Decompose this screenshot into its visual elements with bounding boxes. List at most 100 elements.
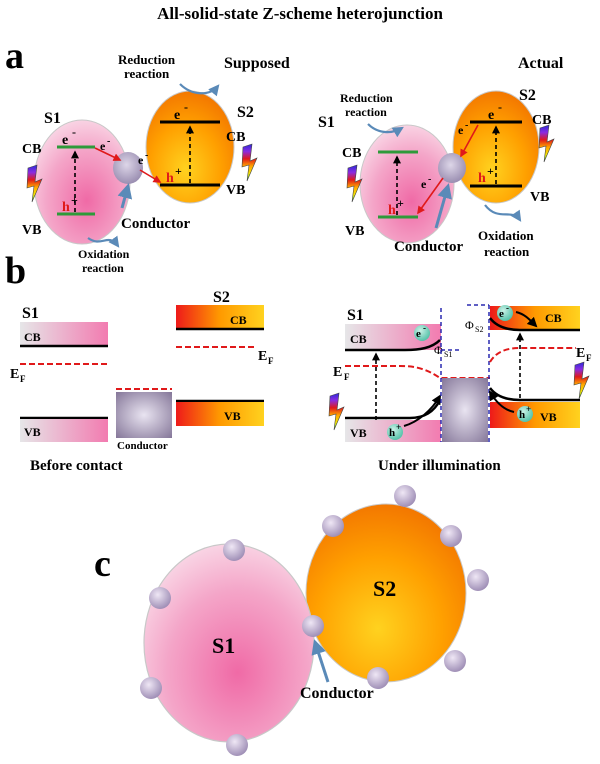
electron-transfer-2-sign-actual: - <box>428 174 431 185</box>
conductor-bead-c-1 <box>394 485 416 507</box>
s1-cb-label-actual: CB <box>342 146 361 161</box>
s2-electron-sign-actual: - <box>498 100 502 114</box>
supposed-label: Supposed <box>224 55 290 72</box>
conductor-bead-c-3 <box>440 525 462 547</box>
s2-vb-label-supposed: VB <box>226 183 245 198</box>
s2-label-before: S2 <box>213 289 230 306</box>
s2-hole-actual: h <box>478 171 486 186</box>
conductor-bead-c-6 <box>223 539 245 561</box>
conductor-bead-c-5 <box>444 650 466 672</box>
s2-vb-label-illum: VB <box>540 410 557 424</box>
s2-label-c: S2 <box>373 576 396 601</box>
oxidation-arrow-supposed <box>87 235 120 248</box>
s1-label-before: S1 <box>22 305 39 322</box>
under-illumination-label: Under illumination <box>378 458 501 474</box>
s1-vb-label-actual: VB <box>345 224 364 239</box>
conductor-bead-c-7 <box>149 587 171 609</box>
s2-vb-label-actual: VB <box>530 190 549 205</box>
reduction-label-actual-2: reaction <box>345 105 387 119</box>
s1-hole-supposed: h <box>62 200 70 215</box>
s2-ef-illum: E <box>576 346 585 361</box>
conductor-bead-c-4 <box>467 569 489 591</box>
s2-fermi-bent-illum <box>489 347 576 363</box>
s1-cb-block-before <box>20 322 108 346</box>
electron-carrier-s2-text: e <box>499 308 504 320</box>
s1-vb-label-supposed: VB <box>22 223 41 238</box>
s2-vb-block-illum <box>490 402 580 428</box>
s2-ef-sub-illum: F <box>586 353 592 363</box>
electron-transfer-1-sign-actual: - <box>465 120 468 131</box>
s1-cb-label-supposed: CB <box>22 142 41 157</box>
s1-label-actual: S1 <box>318 114 335 131</box>
s1-ef-sub-before: F <box>20 374 26 384</box>
s1-vb-block-before <box>20 419 108 442</box>
electron-path-conductor-s2-supposed <box>139 169 162 183</box>
figure-title: All-solid-state Z-scheme heterojunction <box>157 4 443 23</box>
hole-carrier-s2-text: h <box>519 409 525 421</box>
phi-s1-sub: S1 <box>444 350 452 359</box>
conductor-block-before <box>116 392 172 438</box>
conductor-pointer-actual <box>434 183 452 229</box>
s1-ef-before: E <box>10 367 19 382</box>
oxidation-label-actual-1: Oxidation <box>478 228 534 243</box>
hole-carrier-s2-sign: + <box>526 404 531 414</box>
electron-transfer-1-sign-supposed: - <box>107 136 110 147</box>
reduction-label-supposed-2: reaction <box>124 66 170 81</box>
light-icon-s2-actual <box>538 124 555 163</box>
hole-transfer-arrow-illum <box>403 394 441 427</box>
conductor-label-actual: Conductor <box>394 239 464 255</box>
conductor-block-illum <box>442 378 488 442</box>
conductor-pointer-c <box>311 639 330 683</box>
hole-transfer-arrow-s2-illum <box>488 390 515 413</box>
reduction-arrow-supposed <box>179 83 220 97</box>
oxidation-label-actual-2: reaction <box>484 244 530 259</box>
s2-cb-label-before: CB <box>230 313 247 327</box>
s2-cb-block-before <box>176 305 264 329</box>
electron-carrier-s2-sign: - <box>506 303 509 313</box>
s2-electron-sign-supposed: - <box>184 100 188 114</box>
actual-label: Actual <box>518 55 564 72</box>
panel-label-b: b <box>5 250 26 292</box>
electron-transfer-1-supposed: e <box>100 139 106 153</box>
s1-ef-illum: E <box>333 365 342 380</box>
electron-transfer-1-actual: e <box>458 123 464 137</box>
s2-electron-supposed: e <box>174 108 180 123</box>
s2-label-supposed: S2 <box>237 104 254 121</box>
s1-fermi-bent-illum <box>345 365 490 379</box>
hole-carrier-s1-illum <box>387 424 403 440</box>
s1-hole-sign-actual: + <box>397 196 404 210</box>
s1-label-c: S1 <box>212 633 235 658</box>
phi-s2-sub: S2 <box>475 325 483 334</box>
s1-hole-sign-supposed: + <box>71 193 78 207</box>
s1-ef-sub-illum: F <box>344 372 350 382</box>
conductor-bead-c-9 <box>226 734 248 756</box>
s2-ef-sub-before: F <box>268 356 274 366</box>
panel-label-c: c <box>94 543 111 585</box>
s1-vb-bent-edge-illum <box>345 399 442 420</box>
s1-electron-supposed: e <box>62 133 68 148</box>
phi-s2: Φ <box>465 318 474 332</box>
conductor-bead-c-10 <box>302 615 324 637</box>
conductor-bead-c-11 <box>367 667 389 689</box>
s1-label-supposed: S1 <box>44 110 61 127</box>
s2-hole-sign-actual: + <box>487 164 494 178</box>
light-icon-s2-illum <box>573 361 590 400</box>
conductor-bead-c-8 <box>140 677 162 699</box>
hole-carrier-s1-text: h <box>389 427 395 439</box>
s2-label-actual: S2 <box>519 87 536 104</box>
s1-cb-label-illum: CB <box>350 332 367 346</box>
electron-carrier-s1-sign: - <box>423 323 426 333</box>
s1-cb-bent-edge-illum <box>345 339 441 352</box>
conductor-label-c: Conductor <box>300 685 374 702</box>
s1-particle-actual <box>359 124 455 244</box>
s2-hole-sign-supposed: + <box>175 164 182 178</box>
conductor-label-before: Conductor <box>117 440 168 452</box>
light-icon-s1-actual <box>346 164 363 203</box>
s2-cb-label-illum: CB <box>545 311 562 325</box>
before-contact-label: Before contact <box>30 458 123 474</box>
oxidation-label-supposed-2: reaction <box>82 261 124 275</box>
phi-s1: Φ <box>434 343 443 357</box>
electron-transfer-2-actual: e <box>421 177 427 191</box>
s1-vb-label-before: VB <box>24 425 41 439</box>
light-icon-s1-illum <box>328 392 345 431</box>
